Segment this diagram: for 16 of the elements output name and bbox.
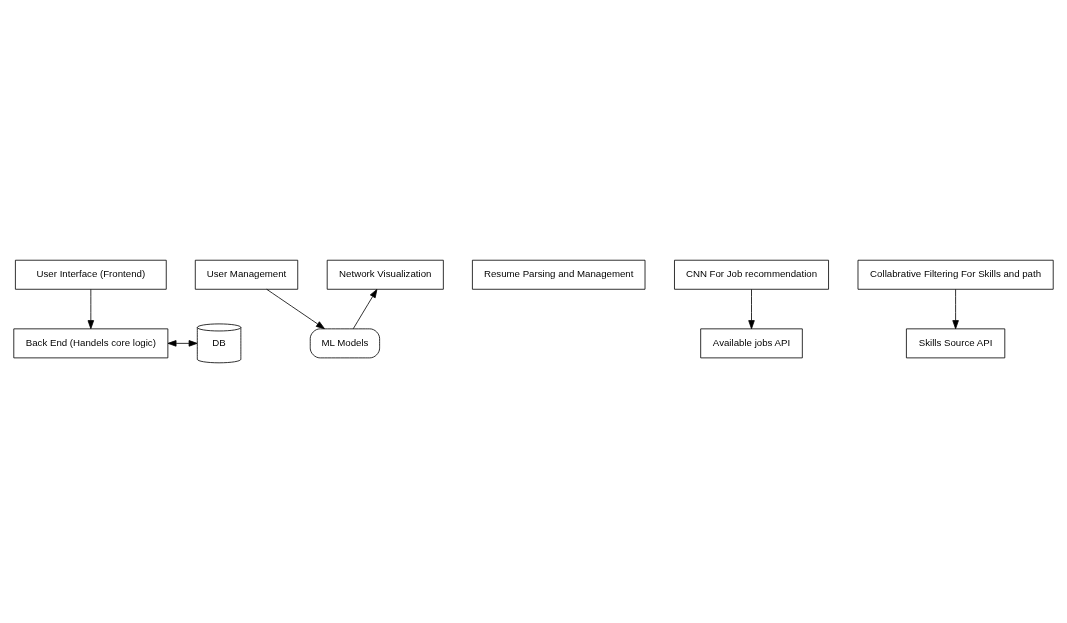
arrow [748, 289, 755, 330]
arrow [352, 289, 378, 330]
arrow [952, 289, 959, 330]
node-box: Network Visualization [326, 259, 444, 290]
node-box: Available jobs API [700, 328, 803, 359]
node-box: Back End (Handels core logic) [13, 328, 169, 359]
node-box: ML Models [309, 328, 381, 359]
node-box: User Management [194, 259, 299, 290]
arrow [266, 288, 325, 330]
arrow [167, 340, 198, 347]
node-box: CNN For Job recommendation [674, 259, 829, 290]
arrow [87, 289, 95, 330]
node-box: Resume Parsing and Management [472, 259, 646, 290]
node-box: User Interface (Frontend) [15, 259, 167, 290]
node-box: Collabrative Filtering For Skills and path [857, 259, 1054, 290]
node-box: Skills Source API [906, 328, 1006, 359]
